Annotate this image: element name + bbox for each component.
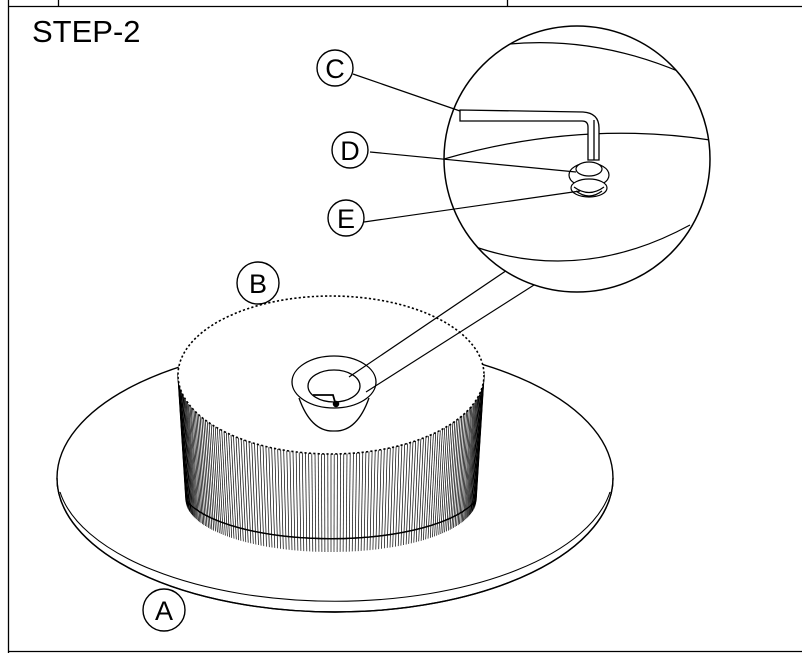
callout-c: C	[317, 50, 353, 86]
callout-a-label: A	[155, 596, 173, 626]
knurled-knob	[178, 296, 484, 552]
step-title: STEP-2	[32, 14, 141, 49]
callout-d-label: D	[340, 136, 360, 166]
callout-e: E	[328, 200, 364, 236]
knurl-ridge	[340, 454, 341, 552]
callout-b-label: B	[249, 269, 267, 299]
callout-d: D	[332, 132, 368, 168]
callout-e-label: E	[337, 204, 355, 234]
callout-c-label: C	[325, 54, 345, 84]
knurl-ridge	[321, 454, 322, 552]
callout-a: A	[143, 589, 185, 631]
detail-magnifier	[444, 26, 710, 292]
callout-b: B	[237, 262, 279, 304]
